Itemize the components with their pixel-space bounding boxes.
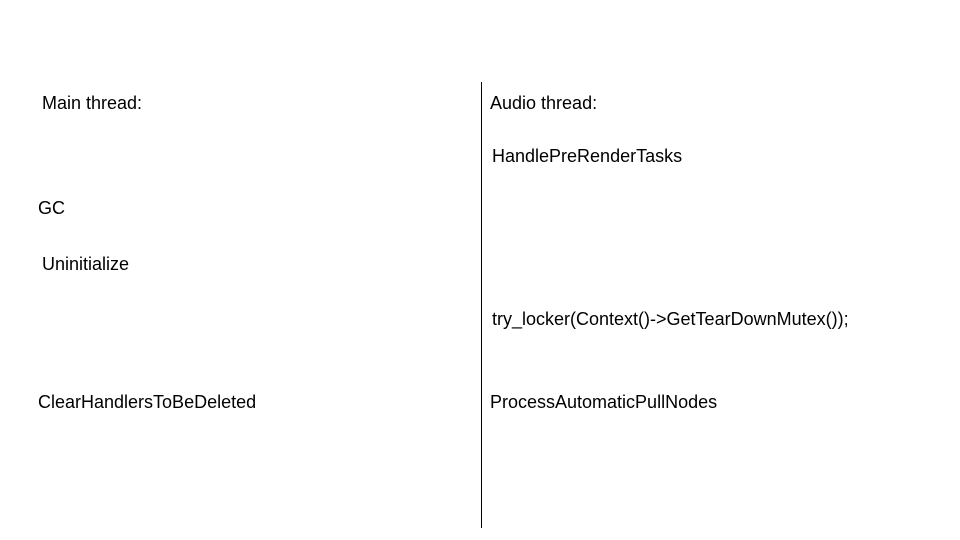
main-step-uninitialize: Uninitialize (42, 254, 130, 274)
audio-step-process-pull-nodes: ProcessAutomaticPullNodes (490, 392, 718, 412)
audio-thread-heading: Audio thread: (490, 93, 598, 113)
audio-step-handle-prerender: HandlePreRenderTasks (492, 146, 683, 166)
audio-step-try-locker: try_locker(Context()->GetTearDownMutex()… (492, 309, 849, 329)
main-step-clear-handlers: ClearHandlersToBeDeleted (38, 392, 257, 412)
main-step-gc: GC (38, 198, 65, 218)
main-thread-heading: Main thread: (42, 93, 143, 113)
thread-divider-line (481, 82, 482, 528)
